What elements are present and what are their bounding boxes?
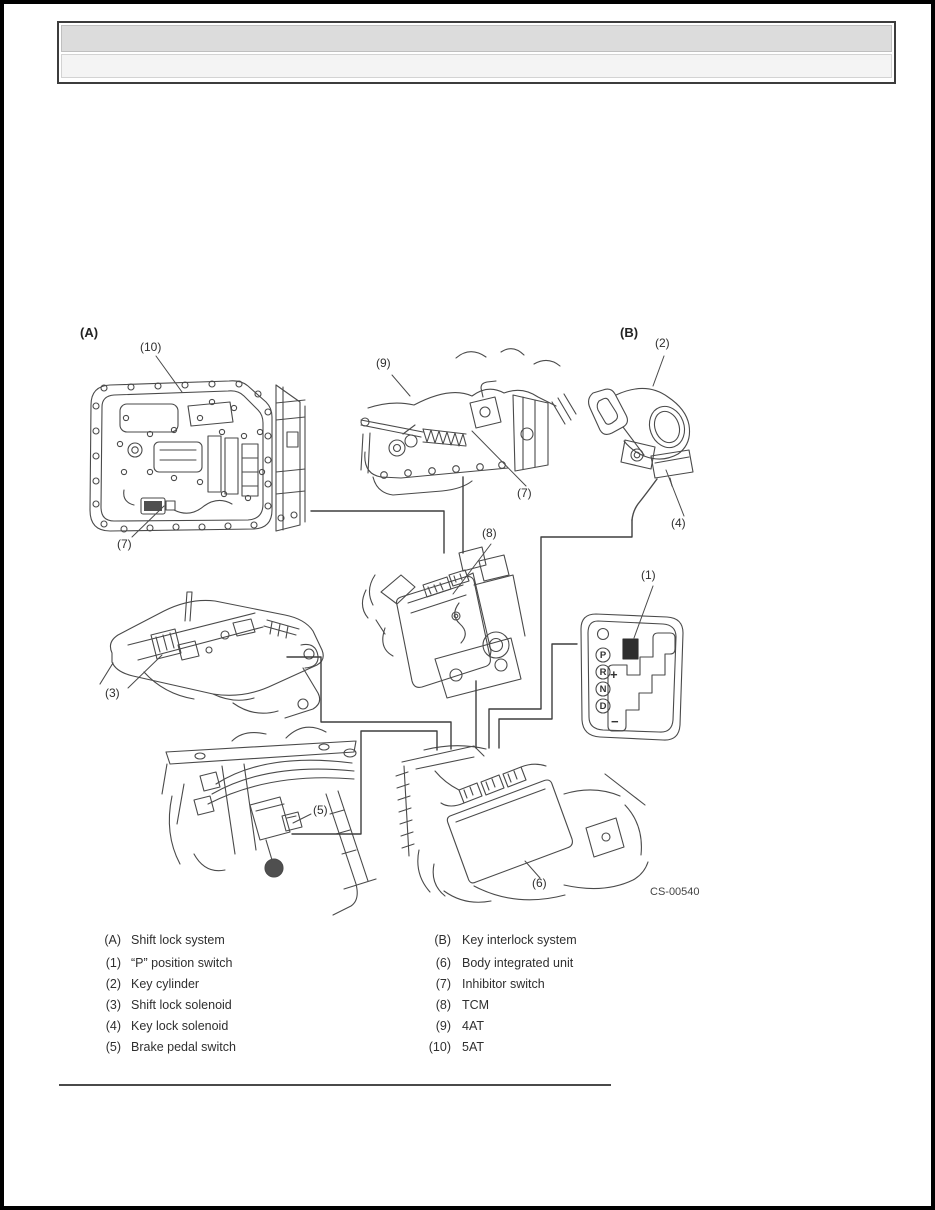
legend-row-6: (6)Body integrated unit — [435, 956, 574, 970]
legend-row-b: (B)Key interlock system — [434, 933, 577, 947]
gate-minus-sign: − — [611, 714, 619, 729]
connector-lines — [286, 476, 633, 835]
callout-1: (1) — [641, 568, 656, 582]
callout-4: (4) — [671, 516, 686, 530]
legend-row-7: (7)Inhibitor switch — [435, 977, 545, 991]
brake-pedal-drawing — [161, 726, 377, 916]
callout-8: (8) — [482, 526, 497, 540]
shift-lock-solenoid-drawing — [99, 591, 324, 719]
legend-row-9: (9)4AT — [435, 1019, 484, 1033]
legend-row-8: (8)TCM — [435, 998, 490, 1012]
legend-row-10: (10)5AT — [428, 1040, 484, 1054]
key-cylinder-drawing — [587, 387, 694, 521]
shift-lock-key-interlock-diagram — [89, 348, 694, 916]
legend-row-5: (5)Brake pedal switch — [105, 1040, 236, 1054]
legend-row-3: (3)Shift lock solenoid — [105, 998, 232, 1012]
header-bar-primary — [61, 25, 892, 52]
gate-letter-n: N — [599, 684, 607, 695]
p-position-switch-marker — [622, 638, 639, 660]
legend-row-4: (4)Key lock solenoid — [105, 1019, 229, 1033]
header-bar-secondary — [61, 54, 892, 78]
shift-gate-indicator-drawing — [580, 613, 684, 741]
figure-code: CS-00540 — [650, 886, 700, 898]
callout-6: (6) — [532, 876, 547, 890]
callout-9: (9) — [376, 356, 391, 370]
4at-transmission-drawing — [360, 348, 577, 496]
gate-letter-d: D — [599, 701, 607, 712]
gate-letter-r: R — [599, 667, 607, 678]
section-a-label: (A) — [80, 325, 99, 340]
callout-7-valve-body: (7) — [117, 537, 132, 551]
tcm-drawing — [361, 546, 526, 699]
gate-plus-sign: + — [610, 667, 618, 682]
section-b-label: (B) — [620, 325, 639, 340]
body-integrated-unit-drawing — [395, 745, 649, 903]
legend-row-a: (A)Shift lock system — [104, 933, 225, 947]
gate-letter-p: P — [599, 650, 607, 661]
callout-2: (2) — [655, 336, 670, 350]
callout-3: (3) — [105, 686, 120, 700]
callout-7-4at: (7) — [517, 486, 532, 500]
leader-lines — [127, 355, 685, 879]
page-header-box — [57, 21, 896, 84]
footer-rule — [59, 1084, 611, 1086]
legend-row-2: (2)Key cylinder — [105, 977, 200, 991]
legend-row-1: (1)“P” position switch — [105, 956, 233, 970]
callout-5: (5) — [313, 803, 328, 817]
valve-body-5at-drawing — [89, 380, 306, 533]
callout-10: (10) — [140, 340, 162, 354]
